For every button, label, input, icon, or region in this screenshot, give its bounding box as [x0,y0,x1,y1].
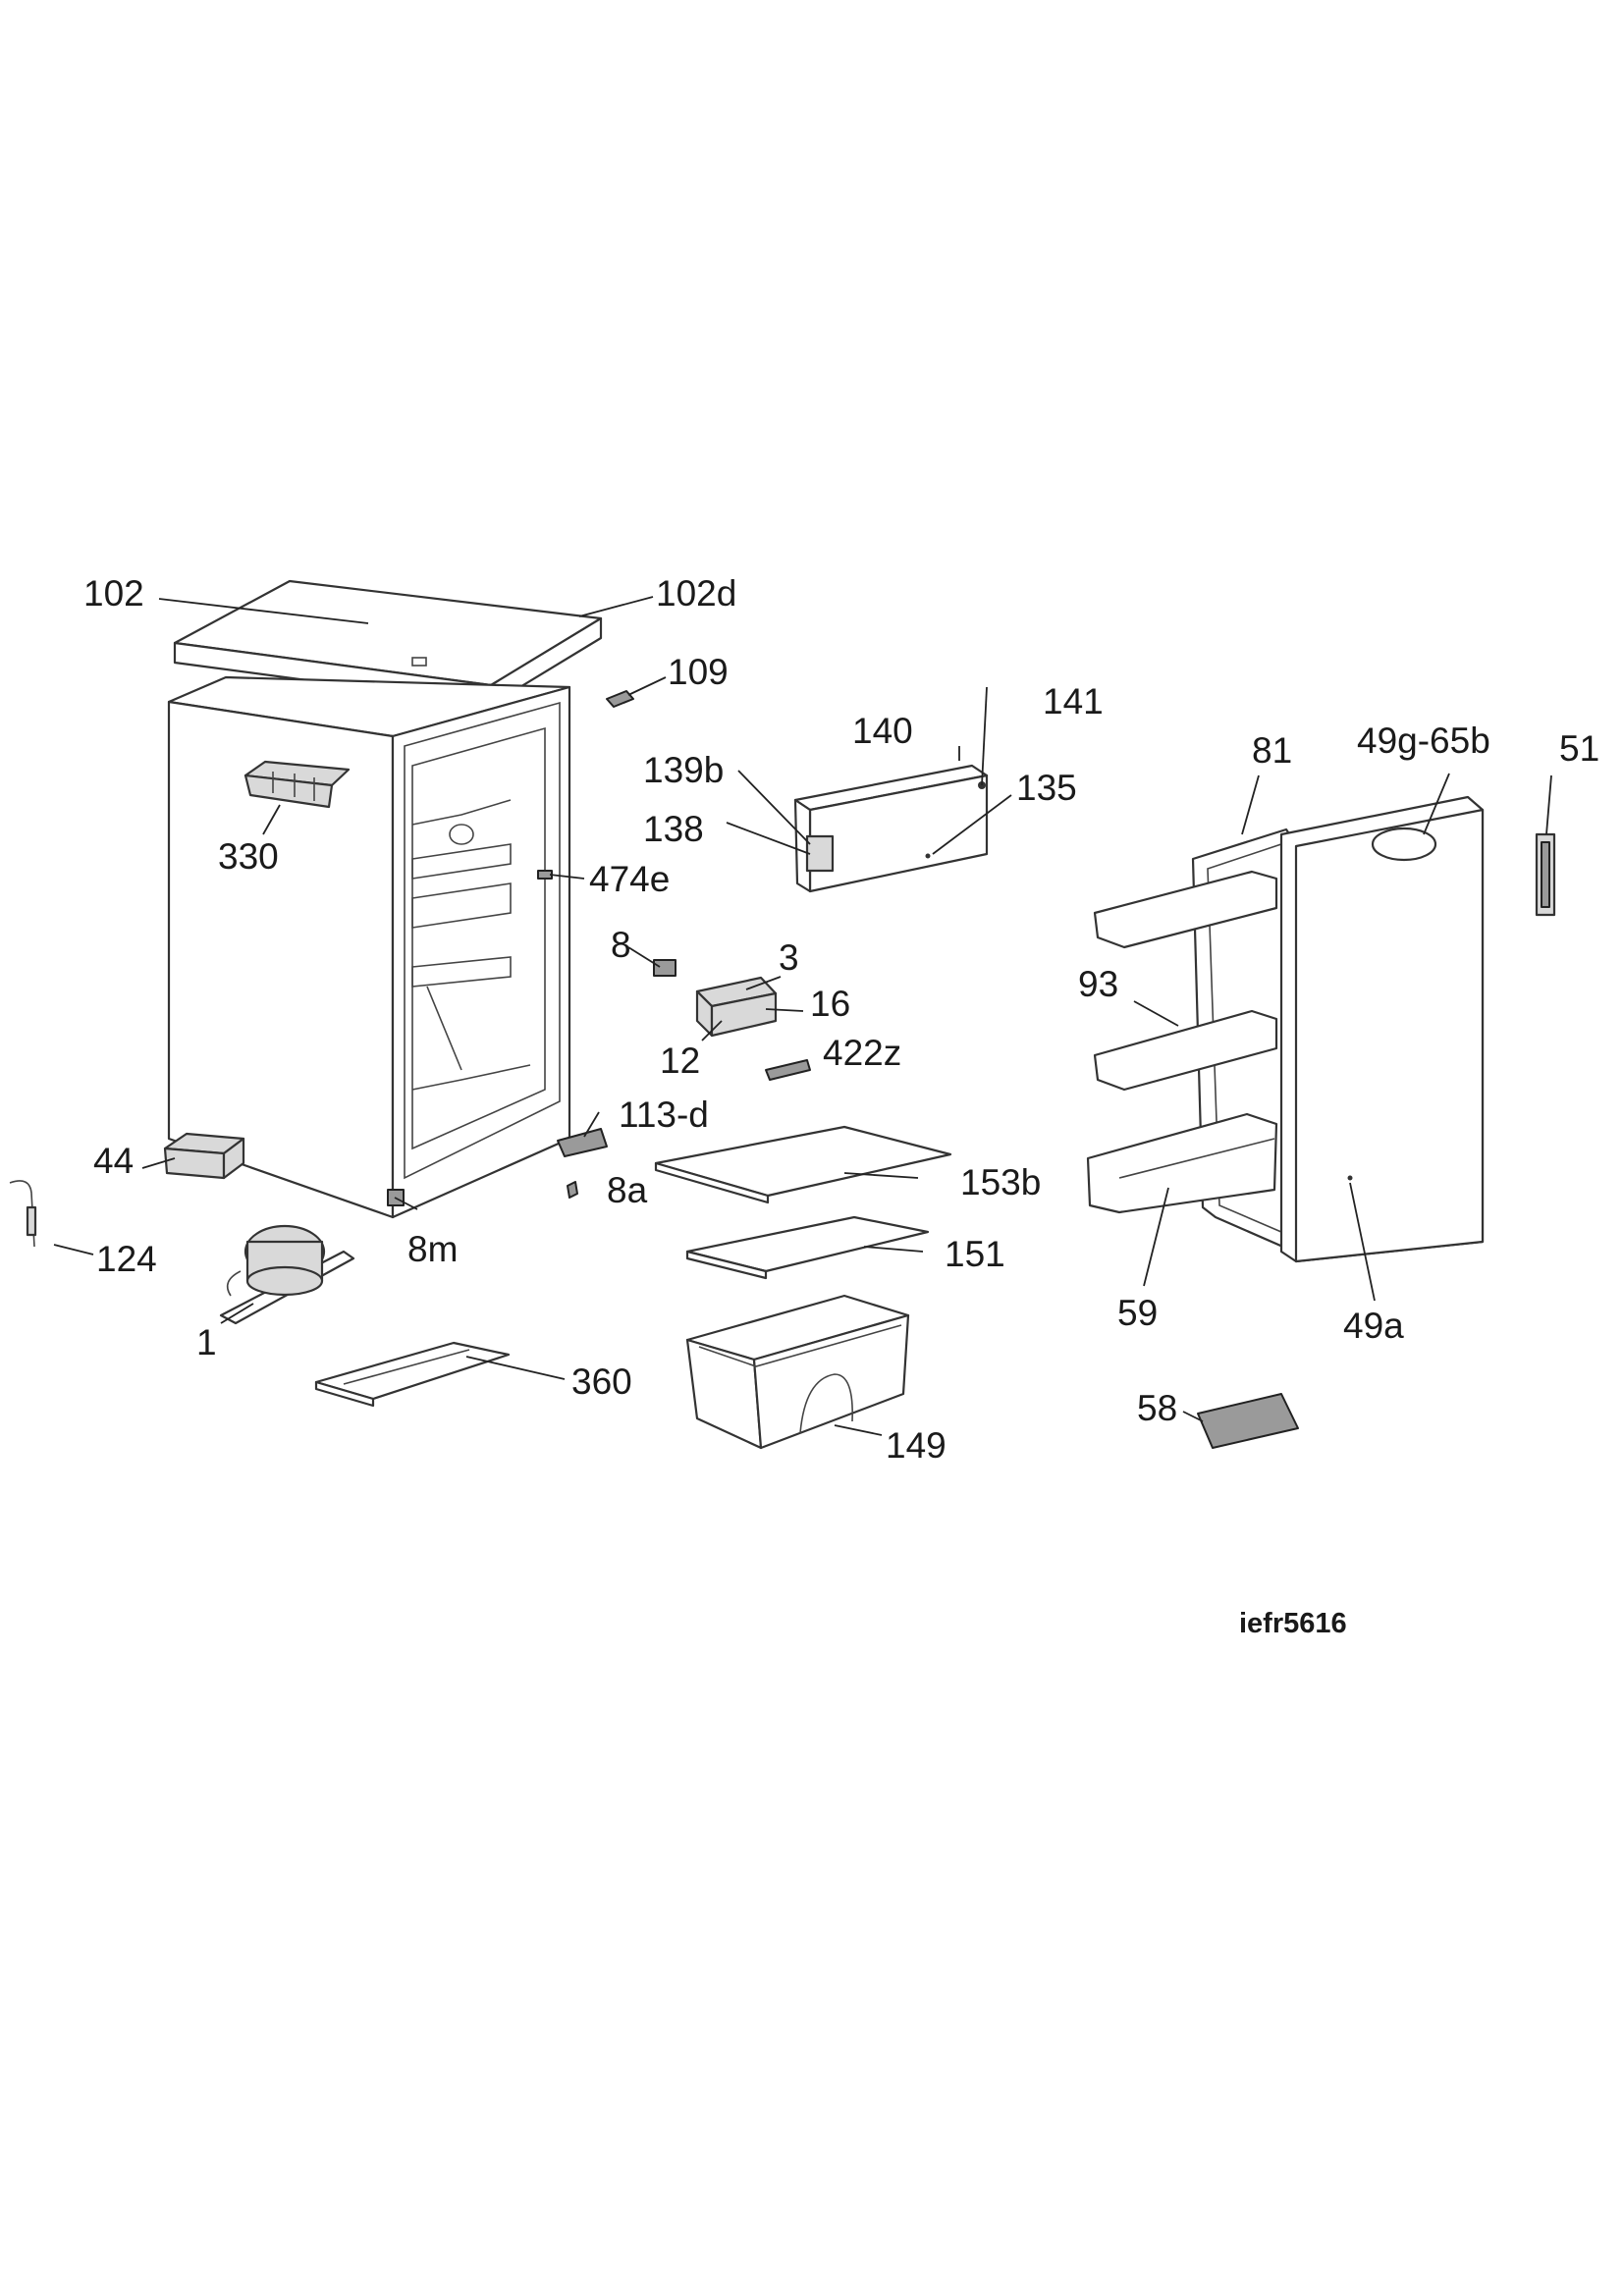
bottom-tray [314,1341,511,1408]
compressor [219,1224,355,1325]
callout-16: 16 [810,984,850,1024]
callout-149: 149 [886,1425,947,1466]
callout-138: 138 [643,809,704,849]
callout-8m: 8m [407,1229,458,1269]
callout-141: 141 [1043,681,1104,721]
callout-113-d: 113-d [619,1095,709,1135]
callout-109: 109 [668,652,729,692]
callout-151: 151 [945,1234,1005,1274]
main-door [1086,795,1556,1449]
capillary-tube [9,1180,37,1248]
callout-135: 135 [1016,768,1077,808]
callout-49a: 49a [1343,1306,1404,1346]
cabinet-body [167,579,634,1219]
callout-8a: 8a [607,1170,648,1210]
callout-1: 1 [196,1322,217,1362]
callout-44: 44 [93,1141,134,1181]
callout-330: 330 [218,836,279,877]
callout-153b: 153b [960,1162,1041,1202]
callout-422z: 422z [823,1033,901,1073]
freezer-door [793,746,989,893]
callout-102: 102 [83,573,144,614]
callout-102d: 102d [656,573,736,614]
callout-140: 140 [852,711,913,751]
callout-49g-65b: 49g-65b [1357,721,1490,761]
callout-58: 58 [1137,1388,1177,1428]
callout-12: 12 [660,1041,700,1081]
callout-8: 8 [611,925,631,965]
callout-124: 124 [96,1239,157,1279]
thermostat-housing [387,959,811,1206]
callout-51: 51 [1559,728,1599,769]
callout-3: 3 [779,937,799,978]
callout-139b: 139b [643,750,724,790]
leader-lines [53,596,1552,1436]
callout-93: 93 [1078,964,1118,1004]
callout-59: 59 [1117,1293,1158,1333]
shelves [654,1125,952,1280]
callout-360: 360 [571,1362,632,1402]
callout-474e: 474e [589,859,670,899]
model-code: iefr5616 [1239,1608,1347,1639]
callout-81: 81 [1252,730,1292,771]
crisper-drawer [685,1294,910,1450]
relay-box [163,1132,245,1180]
